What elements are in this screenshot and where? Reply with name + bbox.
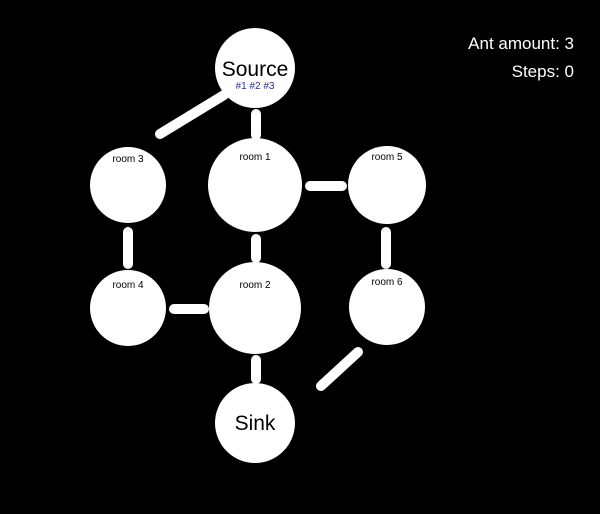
node-sink[interactable]: Sink — [215, 383, 295, 463]
nodes-group: Source#1 #2 #3 room 3 room 1 room 5 room 4 ro… — [90, 28, 426, 463]
node-room2[interactable]: room 2 — [209, 262, 301, 354]
node-label-room3: room 3 — [112, 154, 144, 165]
status-readout: Ant amount: 3 Steps: 0 — [468, 30, 574, 86]
node-label-source: Source — [222, 58, 289, 81]
node-label-room2: room 2 — [239, 280, 271, 291]
ant-amount-text: Ant amount: 3 — [468, 34, 574, 53]
node-room1[interactable]: room 1 — [208, 138, 302, 232]
steps-text: Steps: 0 — [511, 62, 574, 81]
ant-tokens-source: #1 #2 #3 — [236, 81, 275, 92]
node-circle-room1[interactable] — [208, 138, 302, 232]
node-label-room1: room 1 — [239, 152, 271, 163]
node-circle-sink[interactable] — [215, 383, 295, 463]
edge-source-room3 — [155, 90, 229, 139]
edge-room6-sink — [316, 347, 363, 391]
node-circle-source[interactable] — [215, 28, 295, 108]
node-room6[interactable]: room 6 — [349, 269, 425, 345]
node-circle-room5[interactable] — [348, 146, 426, 224]
node-label-sink: Sink — [235, 412, 276, 435]
node-label-room6: room 6 — [371, 277, 403, 288]
node-room3[interactable]: room 3 — [90, 147, 166, 223]
node-circle-room2[interactable] — [209, 262, 301, 354]
node-room5[interactable]: room 5 — [348, 146, 426, 224]
node-source[interactable]: Source#1 #2 #3 — [215, 28, 295, 108]
node-label-room5: room 5 — [371, 152, 403, 163]
node-circle-room6[interactable] — [349, 269, 425, 345]
node-circle-room3[interactable] — [90, 147, 166, 223]
node-label-room4: room 4 — [112, 280, 144, 291]
node-room4[interactable]: room 4 — [90, 270, 166, 346]
node-circle-room4[interactable] — [90, 270, 166, 346]
edges-group — [123, 90, 391, 391]
